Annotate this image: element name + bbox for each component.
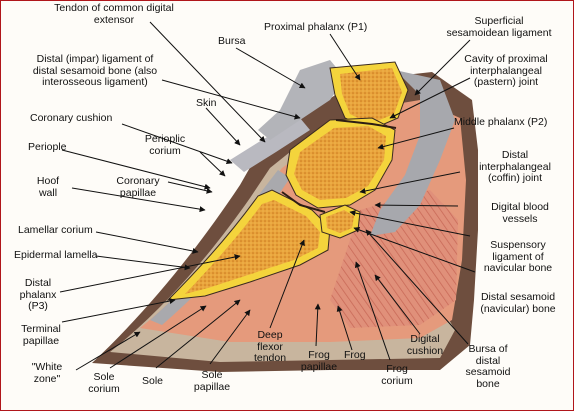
label-frog-corium: Frog corium: [374, 364, 420, 387]
label-distal-phalanx: Distal phalanx (P3): [14, 278, 62, 313]
label-proximal-phalanx: Proximal phalanx (P1): [264, 22, 367, 34]
label-sole: Sole: [142, 376, 163, 388]
label-digital-blood-vessels: Digital blood vessels: [478, 202, 562, 225]
label-bursa: Bursa: [218, 36, 245, 48]
label-lamellar-corium: Lamellar corium: [18, 225, 93, 237]
label-sole-papillae: Sole papillae: [190, 370, 234, 393]
label-bursa-distal-sesamoid-bone: Bursa of distal sesamoid bone: [458, 344, 518, 390]
label-white-zone: "White zone": [22, 362, 72, 385]
label-superficial-sesamoidean-ligament: Superficial sesamoidean ligament: [440, 16, 558, 39]
label-cavity-proximal-interphalangeal-joint: Cavity of proximal interphalangeal (past…: [450, 54, 562, 89]
label-frog-papillae: Frog papillae: [296, 350, 342, 373]
label-perioplic-corium: Perioplic corium: [130, 134, 200, 157]
label-periople: Periople: [28, 142, 67, 154]
label-digital-cushion: Digital cushion: [400, 334, 450, 357]
label-coronary-cushion: Coronary cushion: [30, 113, 112, 125]
label-deep-flexor-tendon: Deep flexor tendon: [250, 330, 290, 365]
label-distal-interphalangeal-joint: Distal interphalangeal (coffin) joint: [470, 150, 560, 185]
label-tendon-common-digital-extensor: Tendon of common digital extensor: [34, 3, 194, 26]
label-frog: Frog: [344, 350, 366, 362]
label-terminal-papillae: Terminal papillae: [14, 324, 68, 347]
label-distal-sesamoid-navicular-bone: Distal sesamoid (navicular) bone: [474, 292, 562, 315]
label-sole-corium: Sole corium: [82, 372, 126, 395]
label-epidermal-lamella: Epidermal lamella: [14, 250, 97, 262]
label-suspensory-ligament-navicular: Suspensory ligament of navicular bone: [476, 240, 560, 275]
label-coronary-papillae: Coronary papillae: [106, 176, 170, 199]
label-hoof-wall: Hoof wall: [26, 176, 70, 199]
label-middle-phalanx: Middle phalanx (P2): [454, 117, 547, 129]
label-distal-impar-ligament: Distal (impar) ligament of distal sesamo…: [16, 54, 174, 89]
label-skin: Skin: [196, 98, 216, 110]
